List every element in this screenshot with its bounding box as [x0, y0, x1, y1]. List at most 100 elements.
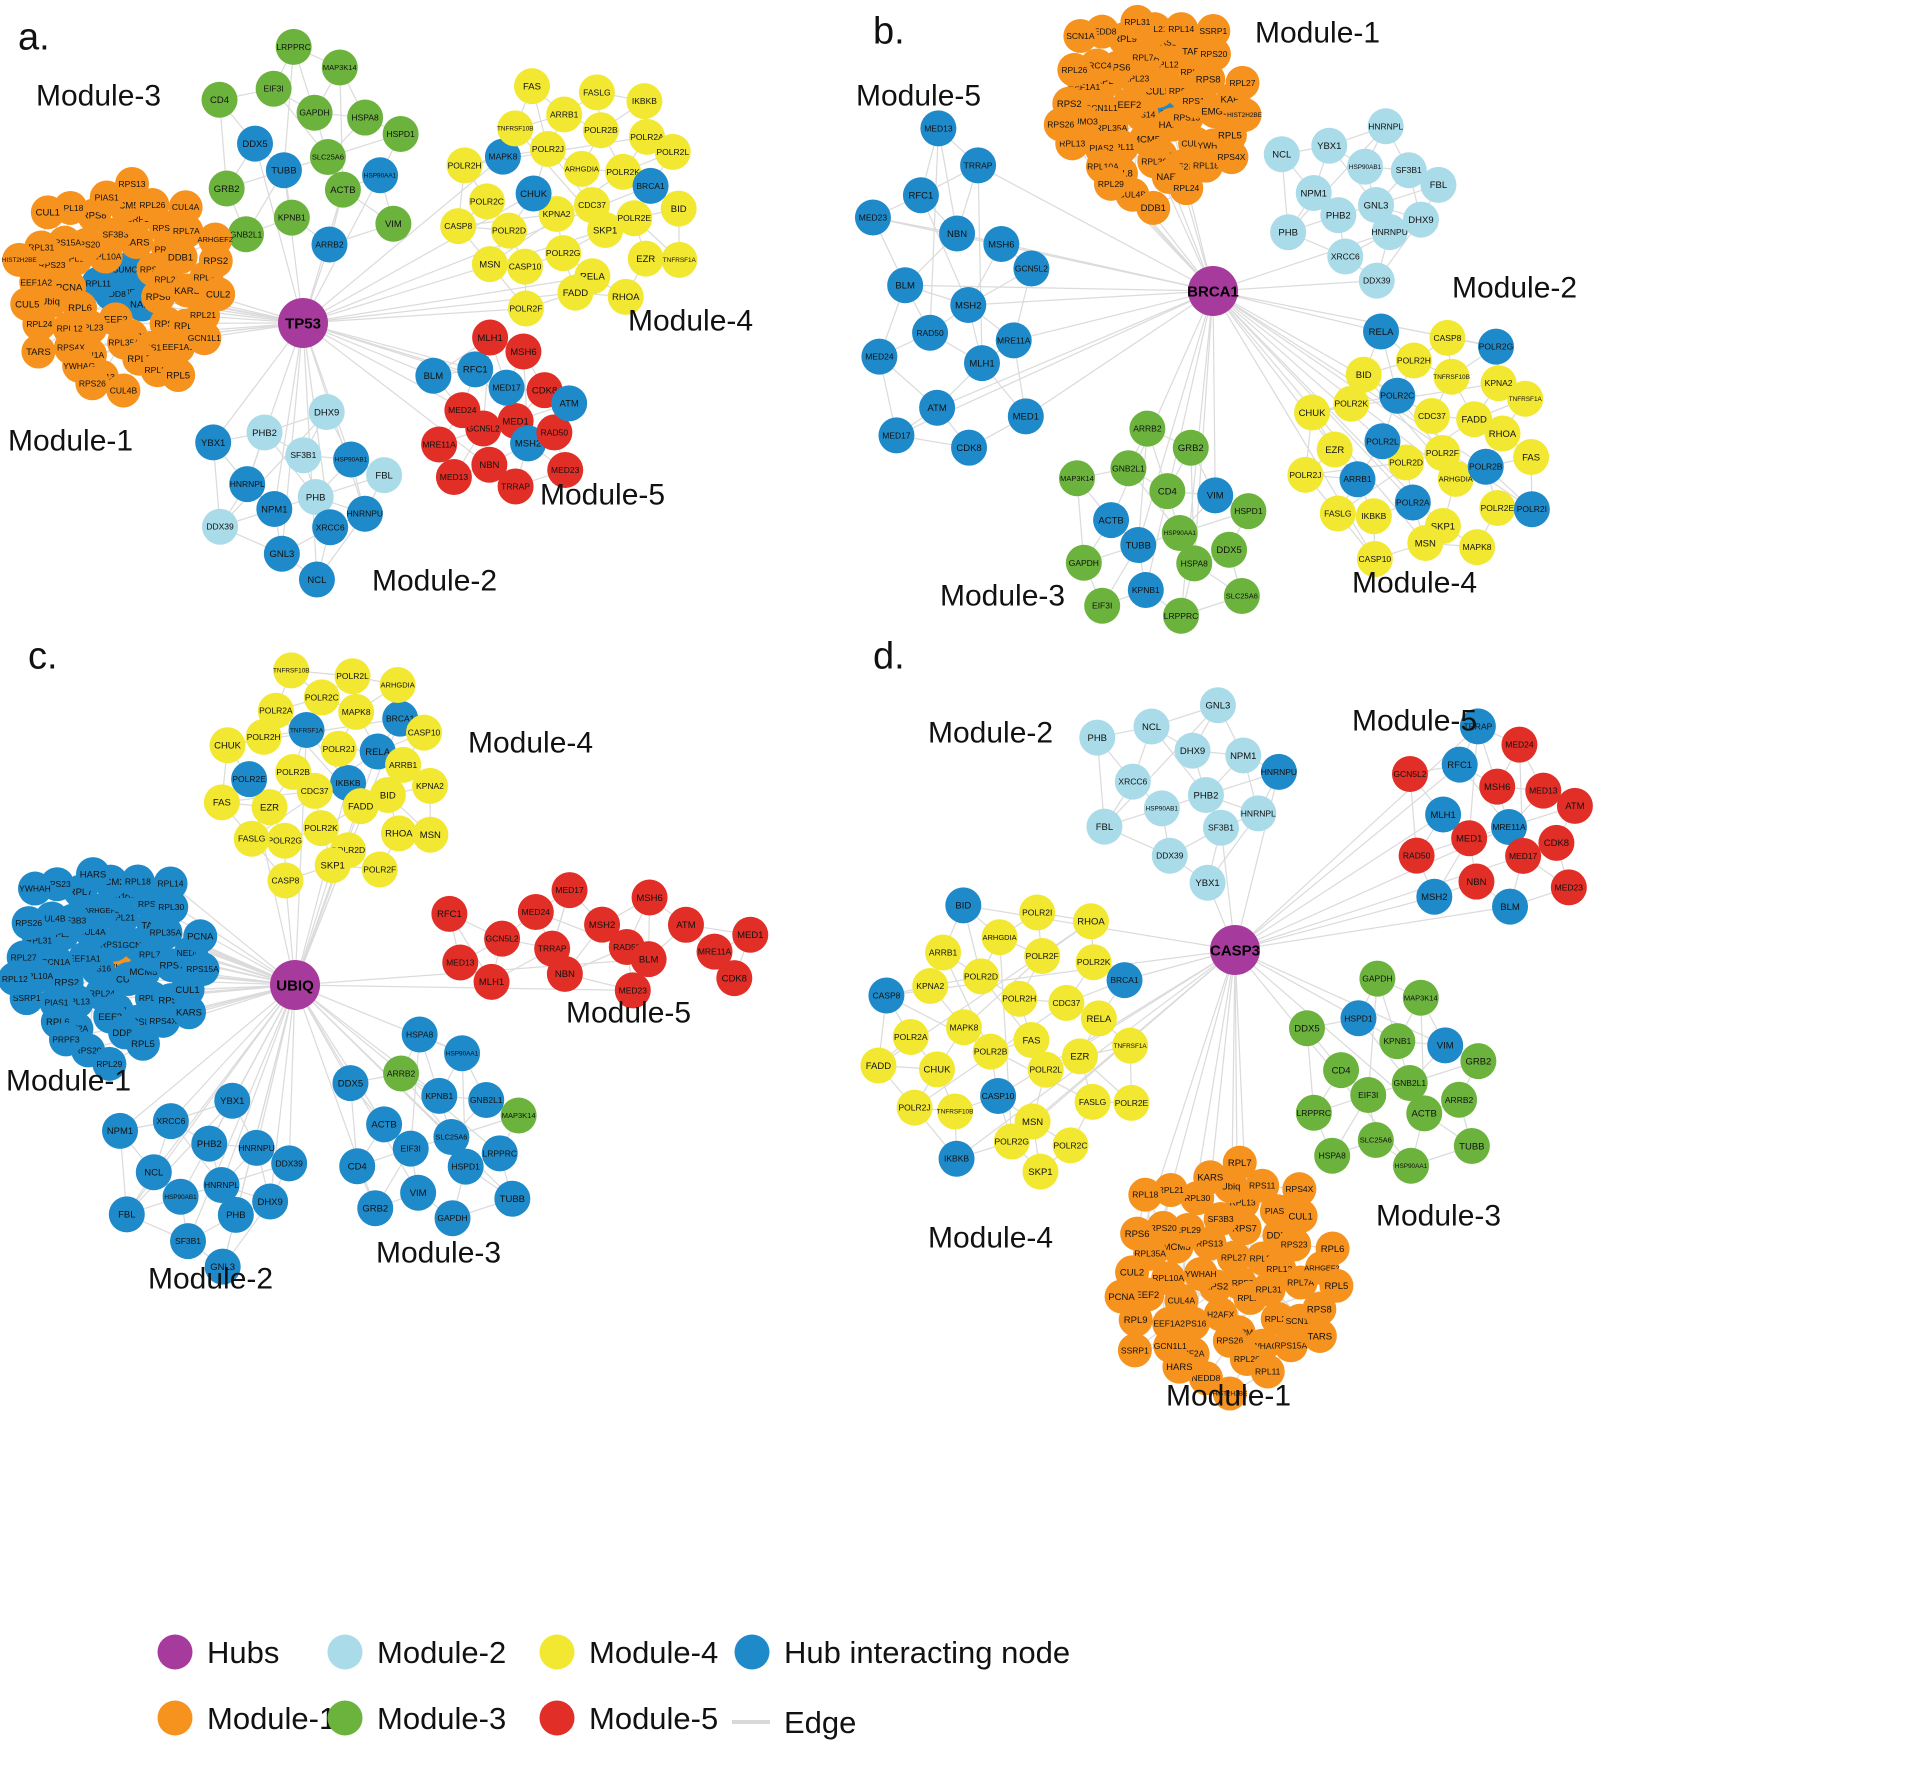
node-label: HSP90AA1 — [446, 1050, 479, 1057]
node-circle-RPS26 — [75, 366, 110, 401]
node-label: DDX39 — [206, 522, 234, 532]
node-label: GRB2 — [214, 184, 240, 195]
network-node: YBX1 — [1189, 864, 1226, 901]
network-node: ARRB1 — [385, 746, 422, 783]
network-node: MSH2 — [950, 287, 987, 323]
node-label: RPL26 — [1061, 65, 1087, 75]
node-label: RPL23 — [49, 929, 75, 939]
node-circle-MAPK8 — [945, 1009, 982, 1046]
node-circle-BRCA1 — [1106, 962, 1143, 999]
node-circle-KPNA2 — [1480, 365, 1517, 402]
hub-edge — [1137, 290, 1214, 546]
node-circle-HIST2H2BE — [1227, 97, 1262, 132]
hub-edge — [119, 984, 296, 1132]
network-node: MAP3K14 — [1402, 979, 1439, 1016]
node-circle-RAD50 — [1398, 837, 1435, 874]
node-label: HIST2H2BE — [2, 257, 37, 264]
node-layer: SLC25A6TUBBGAPDHACTBDDX5HSPA8KPNB1EIF3IH… — [2, 28, 698, 598]
node-label: POLR2H — [448, 160, 482, 170]
node-circle-EZR — [1061, 1038, 1098, 1075]
node-circle-HSP90AB1 — [1143, 790, 1180, 827]
node-circle-GRB2 — [1460, 1043, 1497, 1080]
network-node: POLR2E — [231, 761, 268, 798]
node-circle-TNFRSF1A — [1507, 380, 1544, 417]
hub-edge — [977, 164, 1214, 292]
node-circle-CD4 — [201, 81, 238, 118]
node-label: RELA — [365, 747, 390, 758]
node-label: YWHAH — [1185, 1269, 1217, 1279]
network-node: CASP10 — [1356, 541, 1393, 578]
node-layer: IKBKBCDC37POLR2JFADDPOLR2BRELAPOLR2KTNFR… — [0, 652, 769, 1285]
node-label: DDX5 — [338, 1078, 363, 1089]
network-node: RPL14 — [153, 866, 188, 901]
network-node: DDX5 — [237, 125, 274, 162]
node-label: CD4 — [348, 1162, 367, 1173]
hub-edge — [1193, 290, 1214, 564]
hub-label: TP53 — [285, 315, 321, 332]
network-node: RAD50 — [912, 314, 949, 351]
node-label: EEF1A2 — [1153, 1319, 1185, 1329]
node-label: POLR2G — [1479, 342, 1514, 352]
panel-letter-d: d. — [873, 635, 905, 677]
network-node: RPS11 — [1245, 1168, 1280, 1203]
network-node: MRE11A — [696, 933, 733, 970]
node-circle-NBN — [546, 955, 583, 992]
network-node: HNRNPL — [1240, 795, 1277, 832]
node-label: GRB2 — [362, 1204, 388, 1215]
node-label: HSPA8 — [1319, 1151, 1347, 1161]
node-label: NCL — [1272, 150, 1291, 161]
network-node: NBN — [1458, 863, 1495, 900]
network-node: ARRB2 — [1441, 1081, 1478, 1118]
node-circle-RPS11 — [1245, 1168, 1280, 1203]
node-label: RPS2 — [203, 256, 228, 267]
network-node: RPS4X — [146, 1003, 181, 1038]
network-node: POLR2J — [1287, 456, 1324, 493]
node-circle-YBX1 — [214, 1082, 251, 1119]
network-node: CD4 — [201, 81, 238, 118]
network-node: POLR2A — [257, 692, 294, 729]
node-label: RPS11 — [138, 899, 165, 909]
network-node: HSP90AB1 — [1143, 790, 1180, 827]
node-label: GNB2L1 — [230, 229, 263, 239]
network-node: RPL26 — [1057, 52, 1092, 87]
network-node: HSP90AA1 — [1161, 515, 1198, 551]
node-circle-PHB — [217, 1196, 254, 1233]
node-circle-FASLG — [233, 820, 270, 857]
network-node: FAS — [1513, 438, 1550, 475]
node-label: SF3B3 — [60, 915, 86, 925]
module-label-c: Module-3 — [376, 1237, 501, 1270]
network-node: BLM — [630, 941, 667, 978]
network-node: NPM1 — [256, 490, 293, 527]
node-label: POLR2L — [1029, 1065, 1062, 1075]
node-label: CUL1 — [1288, 1211, 1312, 1222]
node-label: POLR2K — [606, 167, 640, 177]
node-circle-CDK8 — [716, 960, 753, 997]
network-node: SSRP1 — [1117, 1333, 1152, 1368]
node-label: RPL10A — [90, 252, 122, 262]
network-node: DDX39 — [1358, 262, 1395, 299]
network-node: PHB2 — [1187, 777, 1224, 813]
node-circle-SCN1A — [1063, 18, 1098, 53]
node-circle-HNRNPU — [1371, 214, 1408, 251]
node-label: MAP3K14 — [323, 63, 357, 72]
node-circle-MSH6 — [631, 879, 668, 916]
network-node: CASP8 — [440, 208, 477, 245]
edge — [126, 1100, 233, 1215]
node-circle-MSN — [412, 816, 449, 853]
network-node: RPS13 — [115, 167, 150, 202]
node-label: DDX39 — [1363, 276, 1391, 286]
node-label: FBL — [118, 1210, 135, 1221]
network-node: POLR2E — [1479, 490, 1516, 527]
network-node: CASP10 — [980, 1077, 1017, 1114]
network-node: POLR2A — [892, 1018, 929, 1055]
node-circle-GAPDH — [434, 1200, 471, 1237]
node-circle-POLR2D — [962, 958, 999, 995]
node-label: RPL7 — [127, 354, 151, 365]
node-circle-ARHGDIA — [563, 150, 600, 187]
node-label: RPS8 — [1307, 1304, 1332, 1315]
node-circle-MED13 — [435, 459, 472, 496]
node-circle-POLR2K — [605, 153, 642, 190]
network-node: GNL3 — [1358, 187, 1395, 223]
node-label: BLM — [639, 954, 659, 965]
node-layer: MSH2RAD50NBNMLH1BLMMSH6ATMRFC1MRE11AMED2… — [854, 4, 1550, 634]
